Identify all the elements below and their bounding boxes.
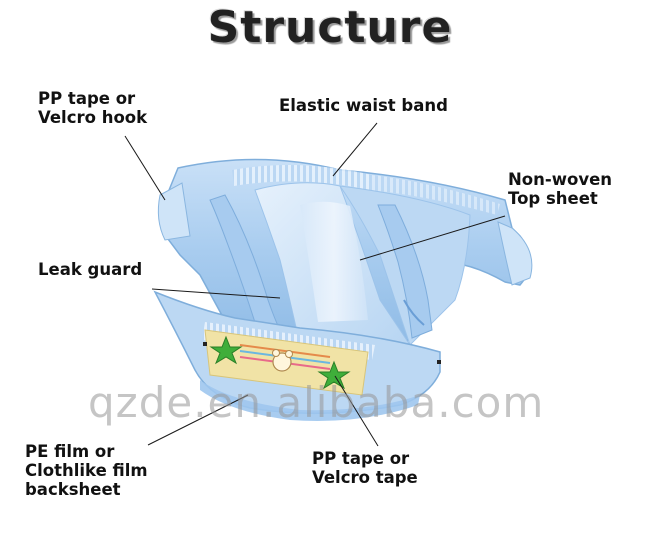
label-pp-hook-line1: PP tape or bbox=[38, 89, 136, 108]
watermark: qzde.en.alibaba.com bbox=[88, 378, 545, 427]
bear-print-icon bbox=[272, 349, 293, 372]
pointer-backsheet bbox=[147, 394, 249, 446]
diaper-front bbox=[153, 290, 441, 421]
pointer-waist-band bbox=[332, 122, 378, 177]
label-top-sheet: Non-woven Top sheet bbox=[508, 170, 612, 208]
label-backsheet-line3: backsheet bbox=[25, 480, 121, 499]
pointer-leak-guard bbox=[151, 288, 281, 299]
label-pp-tape-line1: PP tape or bbox=[312, 449, 410, 468]
label-waist-band: Elastic waist band bbox=[279, 96, 448, 115]
label-leak-guard-line1: Leak guard bbox=[38, 260, 143, 279]
label-waist-band-line1: Elastic waist band bbox=[279, 96, 448, 115]
label-pp-hook: PP tape or Velcro hook bbox=[38, 89, 147, 127]
pointer-lines bbox=[124, 122, 506, 447]
label-leak-guard: Leak guard bbox=[38, 260, 142, 279]
label-pp-hook-line2: Velcro hook bbox=[38, 108, 148, 127]
label-backsheet: PE film or Clothlike film backsheet bbox=[25, 442, 148, 499]
label-backsheet-line2: Clothlike film bbox=[25, 461, 148, 480]
pointer-pp-hook bbox=[124, 135, 166, 201]
star-right-icon bbox=[317, 360, 351, 390]
star-left-icon bbox=[209, 335, 243, 365]
pointer-top-sheet bbox=[359, 215, 506, 261]
label-pp-tape: PP tape or Velcro tape bbox=[312, 449, 418, 487]
page-title: Structure bbox=[207, 2, 453, 53]
label-top-sheet-line1: Non-woven bbox=[508, 170, 613, 189]
label-pp-tape-line2: Velcro tape bbox=[312, 468, 418, 487]
label-backsheet-line1: PE film or bbox=[25, 442, 115, 461]
label-top-sheet-line2: Top sheet bbox=[508, 189, 598, 208]
pointer-pp-tape bbox=[334, 375, 379, 447]
